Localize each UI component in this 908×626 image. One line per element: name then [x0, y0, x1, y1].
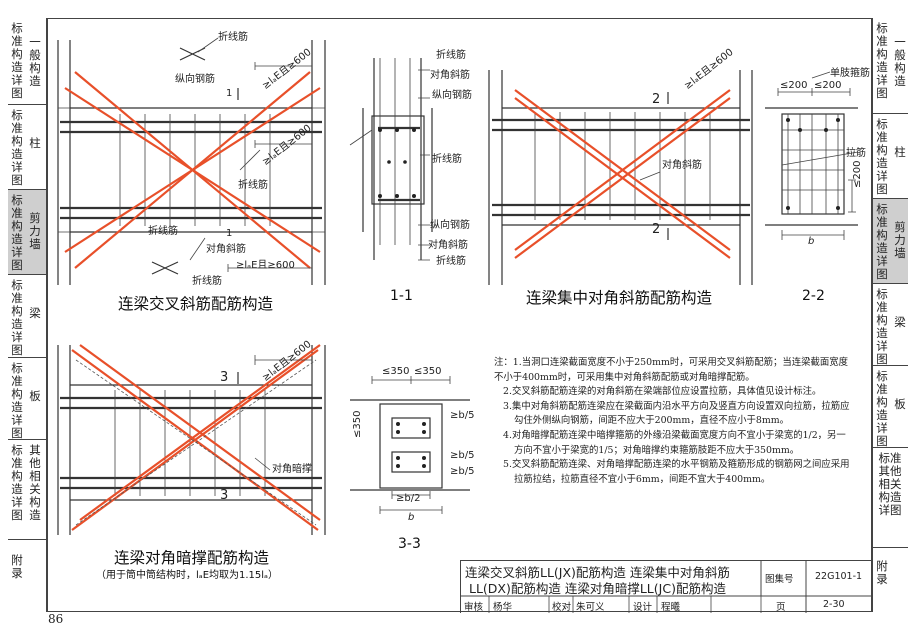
sec11-caption: 1-1 [390, 288, 413, 304]
tab-general[interactable]: 标准构造详图 一般构造 [8, 18, 46, 105]
title-line-2: LL(DX)配筋构造 连梁对角暗撑LL(JC)配筋构造 [469, 581, 726, 596]
page-number: 86 [48, 612, 64, 626]
note-5: 5.交叉斜筋配筋连梁、对角暗撑配筋连梁的水平钢筋及箍筋形成的钢筋网之间应采用拉筋… [503, 459, 850, 485]
sec33-le350-side: ≤350 [352, 410, 363, 438]
tab-column-right[interactable]: 标准构造详图 柱 [873, 114, 908, 199]
sec22-drawing [765, 88, 858, 240]
tab-column[interactable]: 标准构造详图 柱 [8, 105, 46, 190]
tab-other-right[interactable]: 标准其他相关构造详图 [873, 448, 908, 548]
sec33-le350-b: ≤350 [414, 366, 442, 377]
fig1-sec1-top: 1 [226, 88, 233, 99]
tab-slab-right[interactable]: 标准构造详图 板 [873, 366, 908, 448]
atlas-number: 22G101-1 [815, 571, 863, 582]
sec11-fold-bar-bottom: 折线筋 [436, 256, 466, 267]
fig3-sec3-bottom: 3 [220, 488, 229, 503]
fig1-diag-bar: 对角斜筋 [206, 244, 246, 255]
right-sidebar: 标准构造详图 一般构造 标准构造详图 柱 标准构造详图 剪力墙 标准构造详图 梁… [872, 18, 908, 612]
tab-appendix[interactable]: 附录 [11, 553, 23, 580]
fig3-note: （用于筒中筒结构时，lₐE均取为1.15lₐ） [96, 570, 278, 581]
left-sidebar: 标准构造详图 一般构造 标准构造详图 柱 标准构造详图 剪力墙 标准构造详图 梁… [8, 18, 47, 612]
design-label: 设计 [633, 602, 653, 613]
tab-slab[interactable]: 标准构造详图 板 [8, 358, 46, 440]
fig3-diag-strut: 对角暗撑 [272, 464, 312, 475]
note-3: 3.集中对角斜筋配筋连梁应在梁截面内沿水平方向及竖直方向设置双向拉筋，拉筋应勾住… [503, 400, 850, 427]
title-line-1: 连梁交叉斜筋LL(JX)配筋构造 连梁集中对角斜筋 [465, 565, 730, 580]
sec33-b: b [408, 512, 415, 523]
sec33-ge-b2: ≥b/2 [396, 493, 421, 504]
fig1-anchor-bottom: ≥lₐE且≥600 [236, 260, 295, 271]
design-notes: 注：1.当洞口连梁截面宽度不小于250mm时，可采用交叉斜筋配筋；当连梁截面宽度… [494, 356, 854, 487]
sec22-le200-side: ≤200 [852, 160, 863, 188]
fig3-drawing [57, 344, 326, 535]
fig2-sec2-top: 2 [652, 92, 661, 107]
note-4: 4.对角暗撑配筋连梁中暗撑箍筋的外缘沿梁截面宽度方向不宜小于梁宽的1/2，另一方… [503, 429, 846, 456]
sec11-long-bar-bottom: 纵向钢筋 [430, 220, 470, 231]
page-code: 2-30 [823, 599, 845, 610]
fig2-diag-bar: 对角斜筋 [662, 160, 702, 171]
tab-other[interactable]: 标准构造详图 其他相关构造 [8, 440, 46, 540]
designer: 程曦 [661, 602, 681, 613]
fig1-fold-bar-bottom: 折线筋 [192, 276, 222, 287]
fig1-sec1-bottom: 1 [226, 228, 233, 239]
tab-beam-right[interactable]: 标准构造详图 梁 [873, 284, 908, 366]
note-1: 注：1.当洞口连梁截面宽度不小于250mm时，可采用交叉斜筋配筋；当连梁截面宽度… [494, 357, 848, 383]
review-label: 审核 [464, 602, 484, 613]
tab-appendix-right[interactable]: 附录 [876, 559, 888, 586]
sec22-le200-a: ≤200 [780, 80, 808, 91]
sec11-drawing [362, 58, 433, 260]
sec22-b: b [808, 236, 815, 247]
page-label: 页 [776, 602, 786, 613]
sec33-le350-a: ≤350 [382, 366, 410, 377]
tab-shear-wall-right[interactable]: 标准构造详图 剪力墙 [873, 199, 908, 284]
sec11-long-bar-top: 纵向钢筋 [432, 90, 472, 101]
tab-beam[interactable]: 标准构造详图 梁 [8, 275, 46, 358]
sec33-ge-b5-a: ≥b/5 [450, 410, 475, 421]
sec33-caption: 3-3 [398, 536, 421, 552]
sec11-diag-bar-bottom: 对角斜筋 [428, 240, 468, 251]
fig1-fold-bar-left: 折线筋 [148, 226, 178, 237]
atlas-label: 图集号 [765, 574, 794, 585]
sec22-le200-b: ≤200 [814, 80, 842, 91]
drawing-frame [47, 18, 872, 612]
tab-shear-wall[interactable]: 标准构造详图 剪力墙 [8, 190, 46, 275]
fig1-long-bar: 纵向钢筋 [175, 74, 215, 85]
sec22-caption: 2-2 [802, 288, 825, 304]
fig3-sec3-top: 3 [220, 370, 229, 385]
tab-general-right[interactable]: 标准构造详图 一般构造 [873, 18, 908, 114]
sec11-fold-bar: 折线筋 [436, 50, 466, 61]
note-2: 2.交叉斜筋配筋连梁的对角斜筋在梁端部位应设置拉筋，具体值见设计标注。 [503, 386, 822, 398]
fig2-sec2-bottom: 2 [652, 222, 661, 237]
fig1-drawing [57, 40, 326, 285]
sec33-ge-b5-b: ≥b/5 [450, 450, 475, 461]
sec33-ge-b5-c: ≥b/5 [450, 466, 475, 477]
fig3-caption: 连梁对角暗撑配筋构造 [114, 549, 270, 567]
fig1-fold-bar-top: 折线筋 [218, 32, 248, 43]
fig2-caption: 连梁集中对角斜筋配筋构造 [526, 289, 713, 307]
reviewer: 杨华 [493, 602, 513, 613]
sec22-tie-bar: 拉筋 [846, 148, 866, 159]
check-label: 校对 [552, 602, 572, 613]
sec11-fold-bar-mid: 折线筋 [432, 154, 462, 165]
sec22-single-leg: 单肢箍筋 [830, 68, 870, 79]
sec33-drawing [350, 376, 470, 514]
title-block: 连梁交叉斜筋LL(JX)配筋构造 连梁集中对角斜筋 LL(DX)配筋构造 连梁对… [460, 560, 872, 613]
fig2-drawing [488, 70, 753, 285]
checker: 朱可义 [576, 602, 605, 613]
fig1-caption: 连梁交叉斜筋配筋构造 [118, 295, 274, 313]
fig1-fold-bar-mid: 折线筋 [238, 180, 268, 191]
sec11-diag-bar: 对角斜筋 [430, 70, 470, 81]
